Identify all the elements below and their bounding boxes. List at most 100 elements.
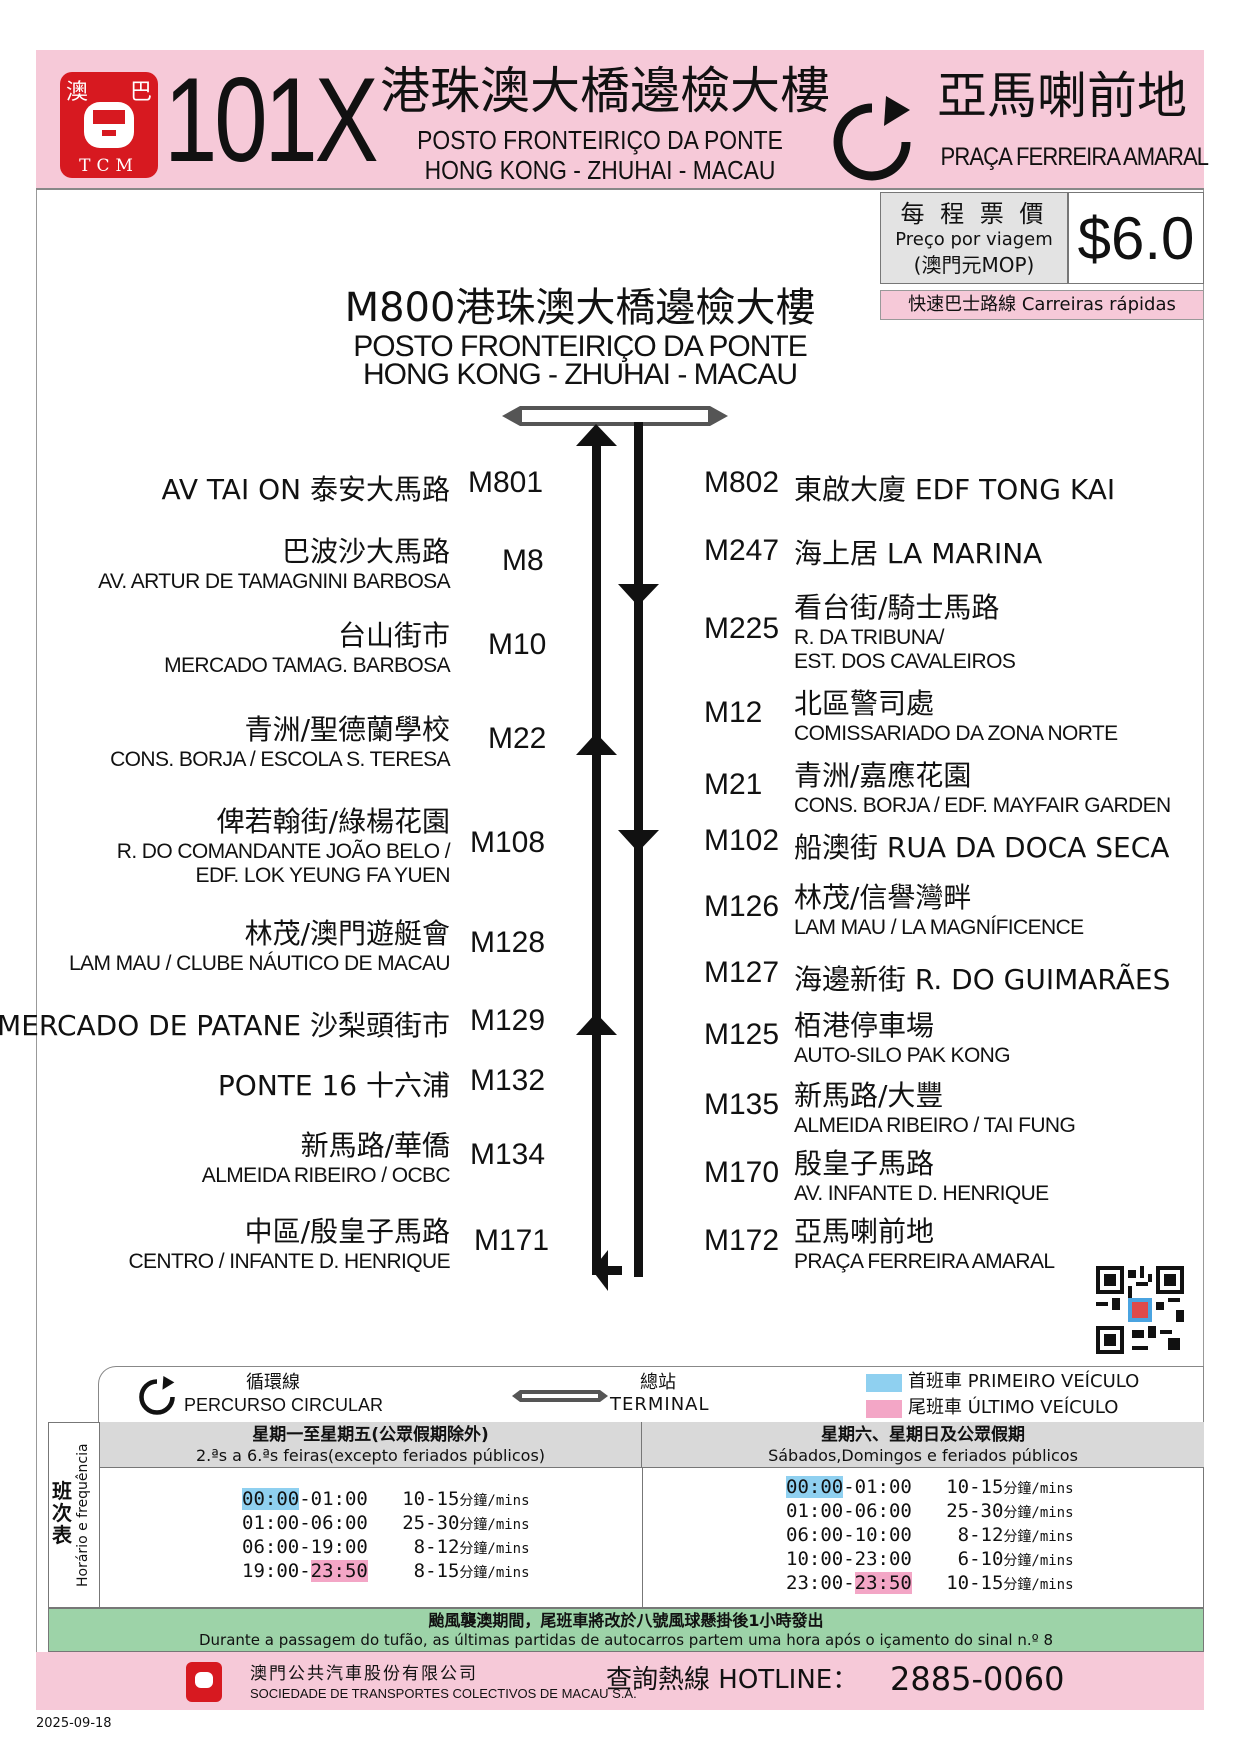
first-bus-time: 00:00	[242, 1488, 300, 1510]
arrow-up-icon	[576, 1013, 617, 1035]
circular-legend-icon	[139, 1376, 175, 1415]
stop-code: M135	[704, 1088, 780, 1121]
stop-code: M127	[704, 956, 780, 989]
typhoon-notice-zh: 颱風襲澳期間，尾班車將改於八號風球懸掛後1小時發出	[428, 1611, 824, 1630]
timetable-divider	[642, 1468, 643, 1608]
stop-code: M170	[704, 1156, 780, 1189]
legend	[98, 1366, 1204, 1422]
stop-left-10: 中區/殷皇子馬路 CENTRO / INFANTE D. HENRIQUE	[128, 1210, 450, 1274]
time-to: 06:00	[854, 1500, 912, 1522]
stop-name: AV TAI ON 泰安大馬路	[161, 473, 450, 506]
stop-code: M10	[488, 628, 547, 661]
stop-name-pt-line2: EST. DOS CAVALEIROS	[794, 650, 1016, 673]
stop-code: M128	[470, 926, 546, 959]
weekday-row-3: 06:00-19:00 8-12分鐘/mins	[242, 1536, 530, 1558]
route-diagram	[502, 406, 728, 1291]
frequency: 8-15	[413, 1560, 460, 1582]
stop-right-1: 東啟大廈 EDF TONG KAI	[794, 468, 1115, 508]
first-bus-swatch	[866, 1374, 902, 1392]
stop-right-6: 船澳街 RUA DA DOCA SECA	[794, 826, 1169, 866]
route-number: 101X	[164, 53, 379, 187]
frequency-unit: 分鐘/mins	[1003, 1505, 1074, 1521]
stop-name-pt: R. DO COMANDANTE JOÃO BELO /	[116, 840, 451, 863]
origin-name-pt-line1: POSTO FRONTEIRIÇO DA PONTE	[417, 125, 783, 155]
footer	[36, 1652, 1204, 1710]
stop-left-7: MERCADO DE PATANE 沙梨頭街市	[0, 1004, 450, 1044]
legend-terminal-zh: 總站	[640, 1372, 676, 1393]
stop-name-pt: AV. ARTUR DE TAMAGNINI BARBOSA	[98, 570, 451, 593]
stop-code: M134	[470, 1138, 546, 1171]
stop-name-pt: LAM MAU / CLUBE NÁUTICO DE MACAU	[68, 952, 451, 975]
stop-code: M129	[470, 1004, 546, 1037]
weekday-title-pt: 2.ªs a 6.ªs feiras(excepto feriados públ…	[195, 1446, 546, 1465]
weekday-header: 星期一至星期五(公眾假期除外) 2.ªs a 6.ªs feiras(excep…	[100, 1422, 642, 1468]
stop-right-10: 新馬路/大豐 ALMEIDA RIBEIRO / TAI FUNG	[794, 1074, 1076, 1138]
stop-left-6: 林茂/澳門遊艇會 LAM MAU / CLUBE NÁUTICO DE MACA…	[68, 912, 451, 976]
stop-code: M247	[704, 534, 780, 567]
weekday-row-2: 01:00-06:00 25-30分鐘/mins	[242, 1512, 530, 1534]
fare-label-zh: 每 程 票 價	[900, 200, 1048, 228]
stop-code: M8	[502, 544, 544, 577]
weekend-row-4: 10:00-23:00 6-10分鐘/mins	[786, 1548, 1074, 1570]
stop-name: 東啟大廈 EDF TONG KAI	[794, 473, 1116, 506]
stop-left-3: 台山街市 MERCADO TAMAG. BARBOSA	[164, 614, 451, 678]
footer-logo-icon	[186, 1662, 222, 1702]
stop-name-zh: 巴波沙大馬路	[281, 535, 450, 568]
stop-name: 船澳街 RUA DA DOCA SECA	[794, 831, 1170, 864]
time-to: 01:00	[310, 1488, 368, 1510]
logo-text: TCM	[79, 156, 139, 176]
terminal-name-pt-line1: POSTO FRONTEIRIÇO DA PONTE	[353, 330, 808, 363]
stop-name-zh: 俾若翰街/綠楊花園	[216, 805, 450, 838]
frequency: 10-15	[946, 1476, 1004, 1498]
company-name-pt: SOCIEDADE DE TRANSPORTES COLECTIVOS DE M…	[250, 1686, 637, 1701]
stop-right-9: 栢港停車場 AUTO-SILO PAK KONG	[794, 1004, 1011, 1068]
terminal-name-pt-line2: HONG KONG - ZHUHAI - MACAU	[362, 358, 798, 391]
weekday-title-zh: 星期一至星期五(公眾假期除外)	[252, 1425, 489, 1445]
qr-code-icon[interactable]	[1096, 1266, 1184, 1354]
destination-name-zh: 亞馬喇前地	[937, 67, 1187, 125]
stop-code: M22	[488, 722, 547, 755]
stop-name: MERCADO DE PATANE 沙梨頭街市	[0, 1009, 450, 1042]
frequency-unit: 分鐘/mins	[459, 1565, 530, 1581]
time-to: 10:00	[854, 1524, 912, 1546]
first-bus-time: 00:00	[786, 1476, 844, 1498]
stop-name-zh: 青洲/嘉應花園	[794, 759, 972, 792]
time-to: 01:00	[854, 1476, 912, 1498]
stop-name-pt: CONS. BORJA / EDF. MAYFAIR GARDEN	[794, 794, 1171, 817]
arrow-down-icon	[618, 830, 659, 852]
stop-name-zh: 林茂/澳門遊艇會	[244, 917, 450, 950]
turn-arrow-icon	[592, 1250, 608, 1291]
stop-right-8: 海邊新街 R. DO GUIMARÃES	[794, 958, 1170, 998]
stop-name-zh: 新馬路/華僑	[300, 1129, 450, 1162]
frequency: 8-12	[413, 1536, 460, 1558]
time-from: 10:00	[786, 1548, 844, 1570]
stop-name: 海上居 LA MARINA	[794, 537, 1043, 570]
time-to: 19:00	[310, 1536, 368, 1558]
stop-left-8: PONTE 16 十六浦	[218, 1064, 450, 1104]
time-from: 23:00	[786, 1572, 844, 1594]
stop-code: M801	[468, 466, 544, 499]
timetable-side-pt: Horário e frequência	[75, 1443, 91, 1587]
logo-char-left: 澳	[66, 80, 89, 105]
frequency: 6-10	[957, 1548, 1004, 1570]
stop-left-9: 新馬路/華僑 ALMEIDA RIBEIRO / OCBC	[202, 1124, 451, 1188]
route-header	[36, 50, 1204, 190]
frequency-unit: 分鐘/mins	[1003, 1481, 1074, 1497]
circular-arrow-icon	[833, 96, 911, 181]
last-bus-time: 23:50	[854, 1572, 912, 1594]
stop-right-4: 北區警司處 COMISSARIADO DA ZONA NORTE	[794, 682, 1118, 746]
weekend-header: 星期六、星期日及公眾假期 Sábados,Domingos e feriados…	[642, 1422, 1204, 1468]
stop-name-zh: 栢港停車場	[794, 1009, 935, 1042]
time-from: 01:00	[242, 1512, 300, 1534]
timetable-side-zh: 班次表	[52, 1479, 72, 1547]
hotline-number[interactable]: 2885-0060	[890, 1660, 1065, 1698]
frequency: 25-30	[402, 1512, 460, 1534]
frequency: 10-15	[402, 1488, 460, 1510]
weekend-title-pt: Sábados,Domingos e feriados públicos	[768, 1446, 1078, 1465]
stop-code: M802	[704, 466, 780, 499]
stop-code: M172	[704, 1224, 780, 1257]
stop-name: PONTE 16 十六浦	[217, 1069, 450, 1102]
frequency: 25-30	[946, 1500, 1004, 1522]
frequency-unit: 分鐘/mins	[459, 1517, 530, 1533]
destination-name-pt: PRAÇA FERREIRA AMARAL	[940, 143, 1209, 171]
